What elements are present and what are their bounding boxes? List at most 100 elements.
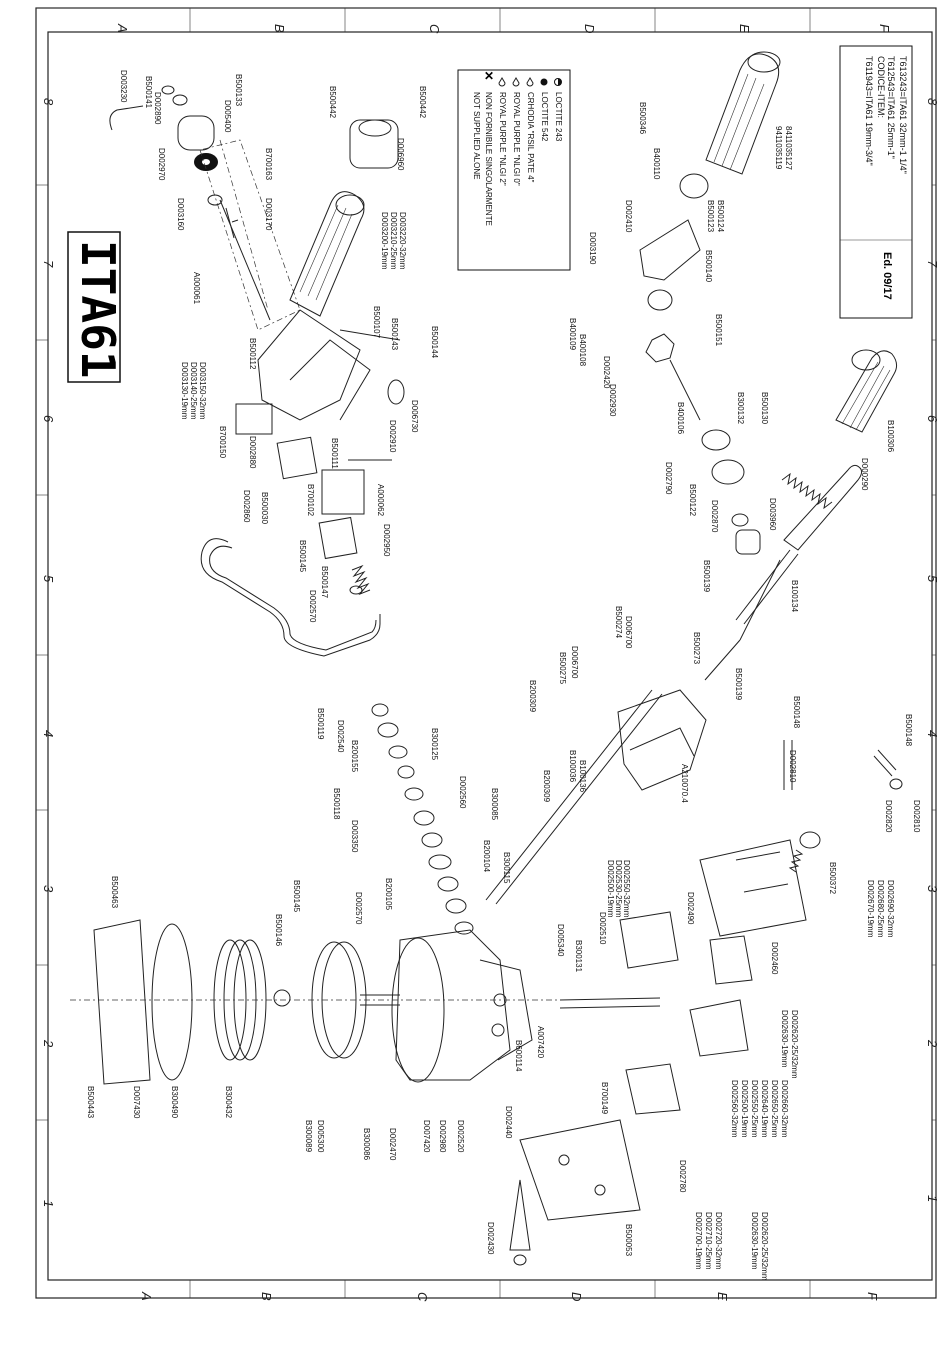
part-label: B500148 bbox=[792, 696, 801, 729]
part-label: A007420 bbox=[536, 1026, 545, 1059]
part-label: B500442 bbox=[328, 86, 337, 119]
zone-letter-bottom-e: E bbox=[715, 1292, 730, 1301]
title-block: ITA61 bbox=[67, 231, 125, 383]
part-label: B500123 bbox=[706, 200, 715, 233]
part-label: B500274 bbox=[614, 606, 623, 639]
part-label: D002710-25mm bbox=[704, 1212, 713, 1270]
part-label: B200155 bbox=[350, 740, 359, 773]
part-label: D002500-19mm bbox=[740, 1080, 749, 1138]
zone-letter-bottom-a: A bbox=[139, 1291, 154, 1301]
zone-number-left-6: 6 bbox=[41, 415, 56, 423]
part-label: B500133 bbox=[234, 74, 243, 107]
part-label: D006960 bbox=[396, 138, 405, 171]
part-label: B500346 bbox=[638, 102, 647, 135]
part-label: D003960 bbox=[768, 498, 777, 531]
part-label: D007430 bbox=[132, 1086, 141, 1119]
part-label: D002620-25/32mm bbox=[790, 1010, 799, 1079]
part-label: D002910 bbox=[388, 420, 397, 453]
right-upper-handle bbox=[639, 51, 781, 555]
part-label: D002500-19mm bbox=[606, 860, 615, 918]
zone-number-left-3: 3 bbox=[41, 885, 56, 893]
part-label: B100036 bbox=[568, 750, 577, 783]
part-label: B700149 bbox=[600, 1082, 609, 1115]
part-label: D002650-25mm bbox=[770, 1080, 779, 1138]
bent-rod bbox=[200, 538, 381, 657]
main-motor-housing bbox=[391, 929, 533, 1083]
part-label: D002640-19mm bbox=[760, 1080, 769, 1138]
part-label: B500112 bbox=[248, 338, 257, 370]
part-label: B500275 bbox=[558, 652, 567, 685]
edition-label: Ed. 09/17 bbox=[881, 252, 893, 300]
part-label: D000290 bbox=[860, 458, 869, 491]
part-label: D002550-25mm bbox=[750, 1080, 759, 1138]
part-label: D002550-32mm bbox=[622, 860, 631, 918]
zone-number-left-4: 4 bbox=[41, 730, 56, 737]
part-label: D003230 bbox=[119, 70, 128, 103]
lower-right-plates bbox=[509, 831, 821, 1266]
part-label: D002570 bbox=[354, 892, 363, 925]
top-grip-handle bbox=[289, 191, 365, 317]
part-label: D002440 bbox=[504, 1106, 513, 1139]
part-label: D002530-25mm bbox=[614, 860, 623, 918]
part-label: D002660-32mm bbox=[780, 1080, 789, 1138]
part-label: B100306 bbox=[886, 420, 895, 453]
part-label: D002420 bbox=[602, 356, 611, 389]
part-label: D003200-19mm bbox=[380, 212, 389, 270]
zone-number-left-5: 5 bbox=[41, 575, 56, 583]
part-label: D003210-25mm bbox=[389, 212, 398, 270]
diagonal-rod-assembly bbox=[485, 559, 781, 905]
zone-letter-top-e: E bbox=[737, 24, 752, 33]
code-row-25mm-visible: T612543=ITA61 25mm-1" bbox=[886, 56, 896, 159]
zone-letter-bottom-b: B bbox=[259, 1292, 274, 1301]
upper-body-block bbox=[235, 309, 405, 560]
part-label: B500124 bbox=[716, 200, 725, 233]
part-label: B500118 bbox=[332, 788, 341, 820]
part-label: B700102 bbox=[306, 484, 315, 517]
part-label: D002780 bbox=[678, 1160, 687, 1193]
drawing-title: ITA61 bbox=[71, 240, 125, 378]
legend-item-6: NOT SUPPLIED ALONE bbox=[472, 92, 481, 179]
legend-item-5: NON FORNIBILE SINGOLARMENTE bbox=[484, 92, 493, 226]
part-label: B300115 bbox=[502, 852, 511, 884]
legend-item-1: LOCTITE 542 bbox=[540, 92, 549, 142]
pivot-pins-right bbox=[783, 740, 903, 790]
zone-letter-top-a: A bbox=[115, 23, 130, 33]
part-label: D002630-19mm bbox=[750, 1212, 759, 1270]
code-row-32mm: T613243=ITA61 32mm-1 1/4" bbox=[898, 56, 908, 174]
part-label: B400108 bbox=[578, 334, 587, 367]
part-label: B200105 bbox=[384, 878, 393, 911]
part-label: D002490 bbox=[686, 892, 695, 925]
part-label: B500144 bbox=[430, 326, 439, 359]
part-label: B500442 bbox=[418, 86, 427, 119]
part-label: B300131 bbox=[574, 940, 583, 973]
part-label: B500151 bbox=[714, 314, 723, 347]
sheet-inner-frame bbox=[47, 31, 933, 1281]
zone-number-right-1: 1 bbox=[925, 1195, 940, 1202]
part-label: D002950 bbox=[382, 524, 391, 557]
part-label: D002930 bbox=[608, 384, 617, 417]
part-label: B100136 bbox=[578, 760, 587, 793]
part-label: D002970 bbox=[157, 148, 166, 181]
part-label: D002430 bbox=[486, 1222, 495, 1255]
part-label: D002470 bbox=[388, 1128, 397, 1161]
part-label: D002690-32mm bbox=[886, 880, 895, 938]
zone-number-right-5: 5 bbox=[925, 575, 940, 583]
part-label: B500053 bbox=[624, 1224, 633, 1257]
part-label: B200309 bbox=[542, 770, 551, 803]
part-label: A000062 bbox=[376, 484, 385, 517]
legend-item-4: ROYAL PURPLE "NLGI 2" bbox=[498, 92, 507, 186]
part-label: D003190 bbox=[588, 232, 597, 265]
part-label: B200104 bbox=[482, 840, 491, 873]
small-spring-left bbox=[349, 564, 371, 596]
part-label: D007420 bbox=[422, 1120, 431, 1153]
part-label: D003350 bbox=[350, 820, 359, 853]
part-label: D006730 bbox=[410, 400, 419, 433]
part-label: B500030 bbox=[260, 492, 269, 525]
part-label: A000061 bbox=[192, 272, 201, 305]
part-label: B300085 bbox=[490, 788, 499, 821]
part-label: D002720-32mm bbox=[714, 1212, 723, 1270]
part-label: D002880 bbox=[248, 436, 257, 469]
right-shaft-assembly bbox=[735, 349, 898, 625]
legend-item-3: ROYAL PURPLE "NLGI 0" bbox=[512, 92, 521, 186]
part-label: D006700 bbox=[570, 646, 579, 679]
